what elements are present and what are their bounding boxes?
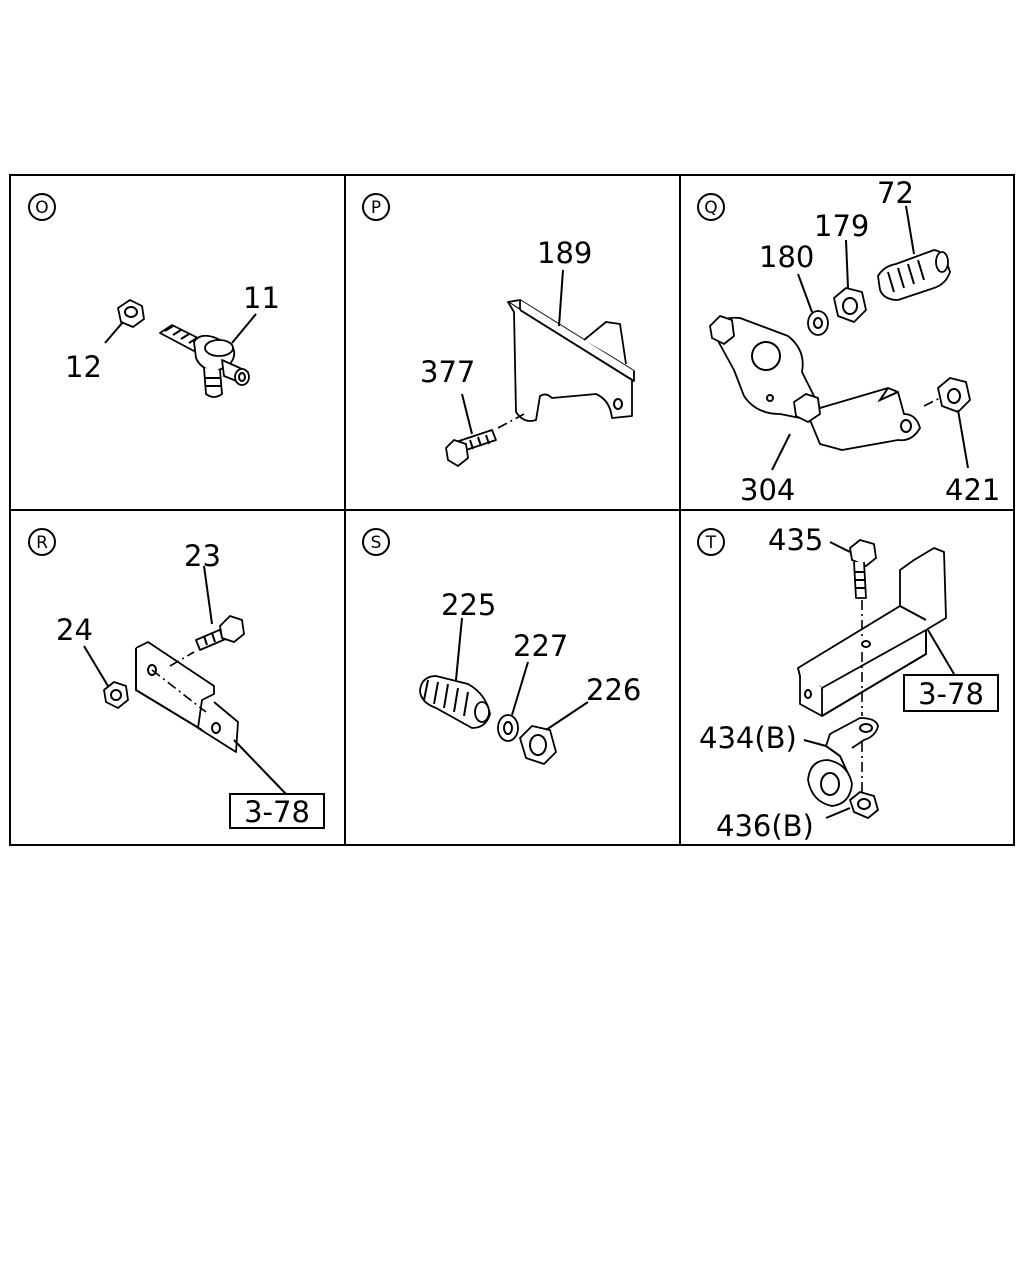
svg-text:Q: Q xyxy=(704,198,717,218)
svg-text:O: O xyxy=(35,198,48,218)
part-label-225: 225 xyxy=(441,588,496,622)
svg-text:S: S xyxy=(371,533,382,553)
fitting-part-225 xyxy=(419,675,491,729)
reference-box-3-78-r: 3-78 xyxy=(229,793,325,829)
panel-s-marker: S xyxy=(362,528,390,556)
panel-q-marker: Q xyxy=(697,193,725,221)
panel-r-marker: R xyxy=(28,528,56,556)
part-label-377: 377 xyxy=(420,355,475,389)
svg-text:3-78: 3-78 xyxy=(918,677,984,711)
part-label-435: 435 xyxy=(768,523,823,557)
part-label-11: 11 xyxy=(243,281,280,315)
clip-part-434b xyxy=(807,717,879,807)
bracket-plate xyxy=(797,547,947,717)
svg-text:T: T xyxy=(705,533,717,553)
part-label-72: 72 xyxy=(877,176,914,210)
bolt-part-377 xyxy=(445,429,497,467)
part-label-24: 24 xyxy=(56,613,93,647)
svg-text:P: P xyxy=(371,198,381,218)
washer-part-180 xyxy=(807,310,829,336)
part-label-180: 180 xyxy=(759,240,814,274)
washer-part-227 xyxy=(497,714,519,742)
part-label-421: 421 xyxy=(945,473,1000,507)
nut-part-24 xyxy=(103,681,129,709)
part-label-23: 23 xyxy=(184,539,221,573)
tee-fitting-part-11 xyxy=(159,324,250,398)
panel-p: P 189 377 xyxy=(362,193,635,467)
panel-t: T 435 3-78 xyxy=(697,523,999,843)
nut-part-421 xyxy=(937,377,971,413)
part-label-434b: 434(B) xyxy=(699,721,797,755)
panel-r: R 23 24 3-78 xyxy=(28,528,325,829)
nut-part-436b xyxy=(849,791,879,819)
reference-box-3-78-t: 3-78 xyxy=(903,674,999,712)
bracket-part-189 xyxy=(507,299,635,422)
nut-part-179 xyxy=(833,287,867,323)
bolt-part-435 xyxy=(849,539,877,599)
svg-text:R: R xyxy=(36,533,48,553)
panel-p-marker: P xyxy=(362,193,390,221)
part-label-189: 189 xyxy=(537,236,592,270)
svg-text:3-78: 3-78 xyxy=(244,795,310,829)
part-label-226: 226 xyxy=(586,673,641,707)
part-label-436b: 436(B) xyxy=(716,809,814,843)
bracket-stay xyxy=(135,641,239,753)
nut-part-226 xyxy=(519,725,557,765)
fitting-part-72 xyxy=(877,249,951,301)
bracket-part-304 xyxy=(709,315,921,451)
bolt-part-23 xyxy=(195,615,245,651)
panel-grid xyxy=(9,174,1015,846)
panel-o: O 12 11 xyxy=(28,193,280,398)
part-label-179: 179 xyxy=(814,209,869,243)
panel-t-marker: T xyxy=(697,528,725,556)
part-label-12: 12 xyxy=(65,350,102,384)
part-label-227: 227 xyxy=(513,629,568,663)
panel-q: Q 72 179 180 304 xyxy=(697,176,1000,507)
part-label-304: 304 xyxy=(740,473,795,507)
nut-part-12 xyxy=(117,299,145,328)
panel-s: S 225 227 226 xyxy=(362,528,641,765)
panel-o-marker: O xyxy=(28,193,56,221)
